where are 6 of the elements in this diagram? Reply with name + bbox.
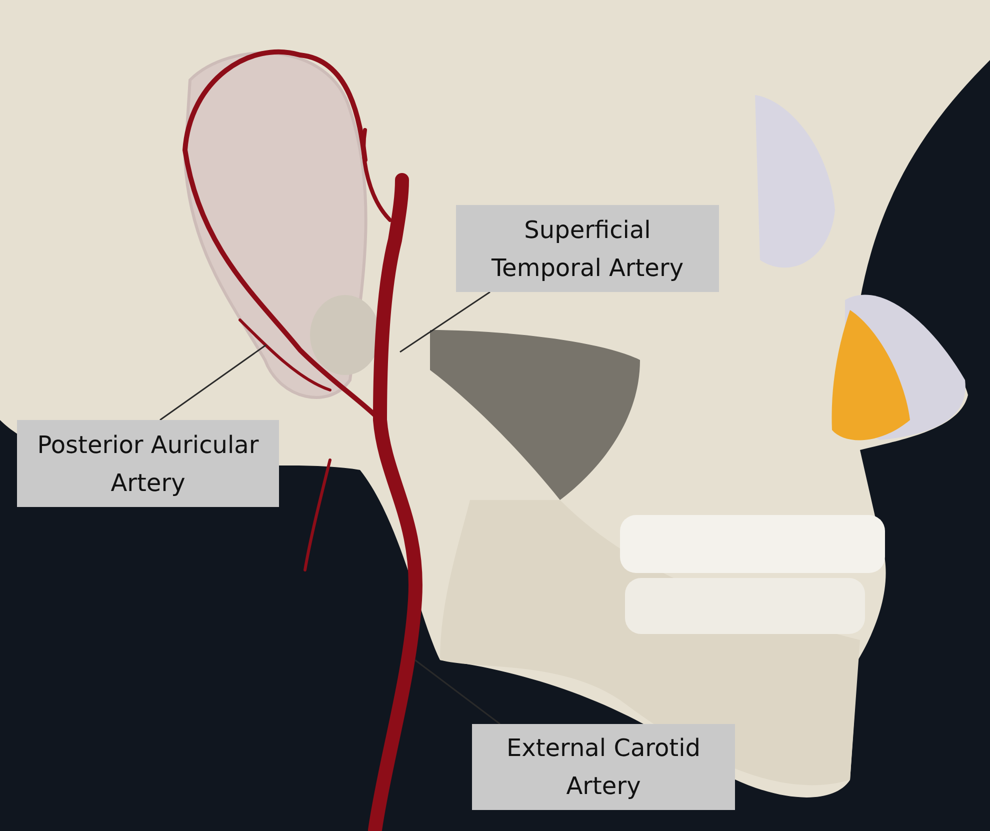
callout-label: Superficial Temporal Artery [456,205,719,292]
leader-line [400,291,490,353]
leader-line [160,344,266,421]
callout-label: Posterior Auricular Artery [17,420,279,507]
leader-line [414,659,500,725]
callout-label: External Carotid Artery [472,724,735,810]
